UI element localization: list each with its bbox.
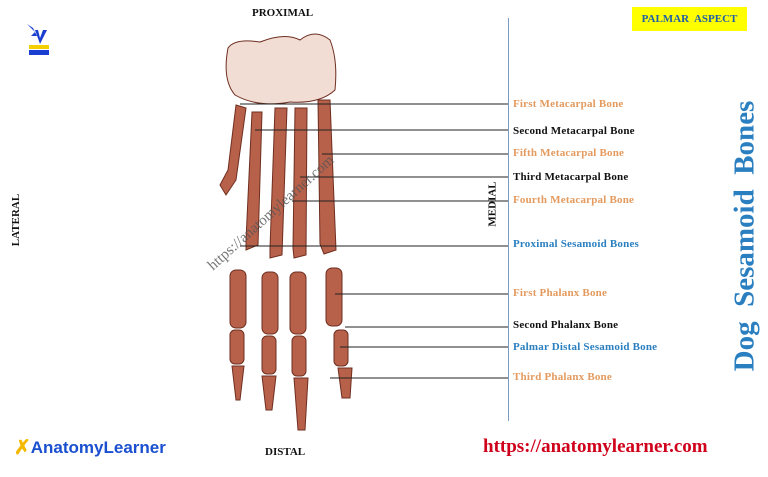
leader-lines (240, 103, 508, 379)
aspect-badge: PALMAR ASPECT (632, 7, 747, 31)
metacarpal-3 (269, 107, 288, 259)
label-second-phalanx: Second Phalanx Bone (513, 319, 619, 331)
label-palmar-distal-sesamoid: Palmar Distal Sesamoid Bone (513, 341, 658, 353)
metacarpal-1 (219, 104, 247, 196)
top-logo (25, 22, 53, 58)
phalanx-1-digit5 (325, 267, 343, 327)
label-third-metacarpal: Third Metacarpal Bone (513, 171, 629, 183)
metacarpal-4 (292, 107, 308, 259)
label-third-phalanx: Third Phalanx Bone (513, 371, 612, 383)
label-second-metacarpal: Second Metacarpal Bone (513, 125, 635, 137)
carpal-bones (225, 33, 337, 105)
logo-figure-icon: ✗ (14, 437, 31, 459)
label-first-metacarpal: First Metacarpal Bone (513, 98, 624, 110)
proximal-label: PROXIMAL (252, 7, 314, 19)
logo-icon (27, 24, 49, 55)
phalanx-1-digit4 (289, 271, 307, 335)
label-fifth-metacarpal: Fifth Metacarpal Bone (513, 147, 625, 159)
label-fourth-metacarpal: Fourth Metacarpal Bone (513, 194, 635, 206)
anatomy-learner-logo: ✗ AnatomyLearner (14, 435, 166, 460)
vertical-divider (508, 18, 509, 421)
label-first-phalanx: First Phalanx Bone (513, 287, 608, 299)
phalanx-1-digit2 (229, 269, 247, 329)
distal-label: DISTAL (265, 446, 306, 458)
label-proximal-sesamoid: Proximal Sesamoid Bones (513, 238, 640, 250)
website-url[interactable]: https://anatomylearner.com (483, 436, 708, 457)
logo-text: AnatomyLearner (30, 437, 166, 457)
metacarpal-2 (245, 111, 263, 251)
paw-skeleton-illustration (219, 33, 508, 431)
page-title: Dog Sesamoid Bones (728, 100, 761, 372)
phalanx-1-digit3 (261, 271, 279, 335)
